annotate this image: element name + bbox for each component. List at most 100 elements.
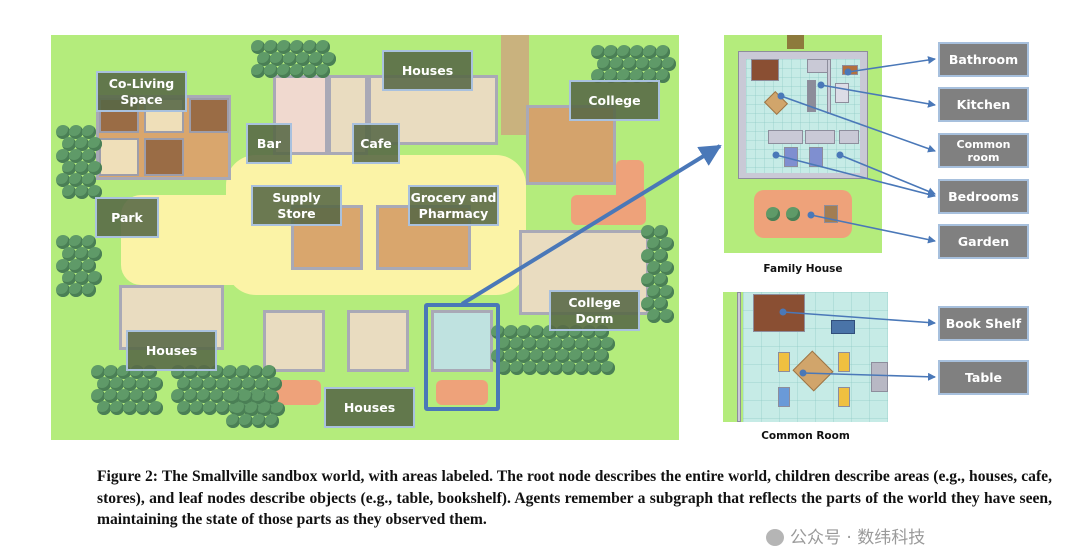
common-room-title: Common Room xyxy=(761,430,850,442)
tree-icon xyxy=(277,40,291,54)
bedroom-arrow-1 xyxy=(775,154,936,199)
tree-icon xyxy=(56,235,70,249)
object-label-text: Common xyxy=(956,137,1011,151)
tree-icon xyxy=(575,361,589,375)
tree-icon xyxy=(283,52,297,66)
book-shelf-arrow xyxy=(782,311,936,327)
tree-icon xyxy=(136,377,150,391)
area-label-grocery-and-pharmacy: Grocery and Pharmacy xyxy=(408,185,499,226)
tree-icon xyxy=(597,57,611,71)
tree-icon xyxy=(88,161,102,175)
area-label-text: College xyxy=(588,92,641,108)
family-house-highlight-box xyxy=(424,303,500,411)
tree-icon xyxy=(82,259,96,273)
object-label-bedrooms: Bedrooms xyxy=(938,179,1029,214)
tree-icon xyxy=(62,185,76,199)
tree-icon xyxy=(530,349,544,363)
area-label-college: College xyxy=(569,80,660,121)
tree-icon xyxy=(210,389,224,403)
tree-icon xyxy=(549,337,563,351)
tree-icon xyxy=(660,309,674,323)
area-label-text: Co-Living xyxy=(108,75,175,91)
tree-icon xyxy=(265,390,279,404)
tree-icon xyxy=(510,337,524,351)
houses-bottom-building-1 xyxy=(263,310,325,372)
tree-icon xyxy=(91,365,105,379)
dirt-path xyxy=(501,35,529,135)
co-living-room xyxy=(99,138,139,176)
tree-icon xyxy=(601,361,615,375)
tree-icon xyxy=(257,52,271,66)
tree-icon xyxy=(203,377,217,391)
object-label-text: Book Shelf xyxy=(945,315,1022,331)
tree-icon xyxy=(62,271,76,285)
tree-icon xyxy=(562,337,576,351)
tree-icon xyxy=(69,149,83,163)
tree-icon xyxy=(636,57,650,71)
tree-icon xyxy=(75,137,89,151)
tree-icon xyxy=(75,271,89,285)
tree-icon xyxy=(536,361,550,375)
tree-icon xyxy=(536,337,550,351)
tree-icon xyxy=(136,401,150,415)
area-label-houses-bottom: Houses xyxy=(324,387,415,428)
tree-icon xyxy=(649,57,663,71)
object-label-book-shelf: Book Shelf xyxy=(938,306,1029,341)
tree-icon xyxy=(223,365,237,379)
tree-icon xyxy=(641,225,655,239)
tree-icon xyxy=(184,389,198,403)
area-label-text: Bar xyxy=(256,135,282,151)
wechat-logo-icon xyxy=(766,529,784,546)
tree-icon xyxy=(258,402,272,416)
tree-icon xyxy=(62,247,76,261)
tree-icon xyxy=(69,125,83,139)
tree-icon xyxy=(82,283,96,297)
tree-icon xyxy=(647,237,661,251)
rug xyxy=(831,320,855,334)
tree-icon xyxy=(110,377,124,391)
area-label-supply-store: Supply Store xyxy=(251,185,342,226)
tree-icon xyxy=(130,389,144,403)
tree-icon xyxy=(264,64,278,78)
tree-icon xyxy=(630,69,644,83)
tree-icon xyxy=(149,377,163,391)
bathroom-arrow xyxy=(847,56,936,73)
tree-icon xyxy=(601,337,615,351)
tree-icon xyxy=(242,377,256,391)
tree-icon xyxy=(110,401,124,415)
bedroom-arrow-2 xyxy=(839,154,936,196)
tree-icon xyxy=(190,377,204,391)
tree-icon xyxy=(252,390,266,404)
tree-icon xyxy=(647,261,661,275)
bed-2 xyxy=(809,147,823,167)
tree-icon xyxy=(117,389,131,403)
tree-icon xyxy=(617,69,631,83)
tree-icon xyxy=(216,377,230,391)
tree-icon xyxy=(309,52,323,66)
tree-icon xyxy=(69,173,83,187)
kitchen-partition xyxy=(807,80,816,112)
tree-icon xyxy=(226,390,240,404)
tree-icon xyxy=(171,389,185,403)
bedroom-wall-2 xyxy=(805,130,835,144)
tree-icon xyxy=(236,365,250,379)
tree-icon xyxy=(641,273,655,287)
tree-icon xyxy=(647,285,661,299)
object-label-bathroom: Bathroom xyxy=(938,42,1029,77)
tree-icon xyxy=(504,349,518,363)
area-label-houses-left: Houses xyxy=(126,330,217,371)
tree-icon xyxy=(290,40,304,54)
bedroom-wall-3 xyxy=(839,130,859,144)
tree-icon xyxy=(149,401,163,415)
tree-icon xyxy=(303,64,317,78)
chair xyxy=(778,387,790,407)
tree-icon xyxy=(296,52,310,66)
tree-icon xyxy=(604,45,618,59)
tree-icon xyxy=(588,337,602,351)
tree-icon xyxy=(654,225,668,239)
area-label-college-dorm: College Dorm xyxy=(549,290,640,331)
tree-icon xyxy=(62,161,76,175)
tree-icon xyxy=(177,377,191,391)
area-label-houses-top: Houses xyxy=(382,50,473,91)
